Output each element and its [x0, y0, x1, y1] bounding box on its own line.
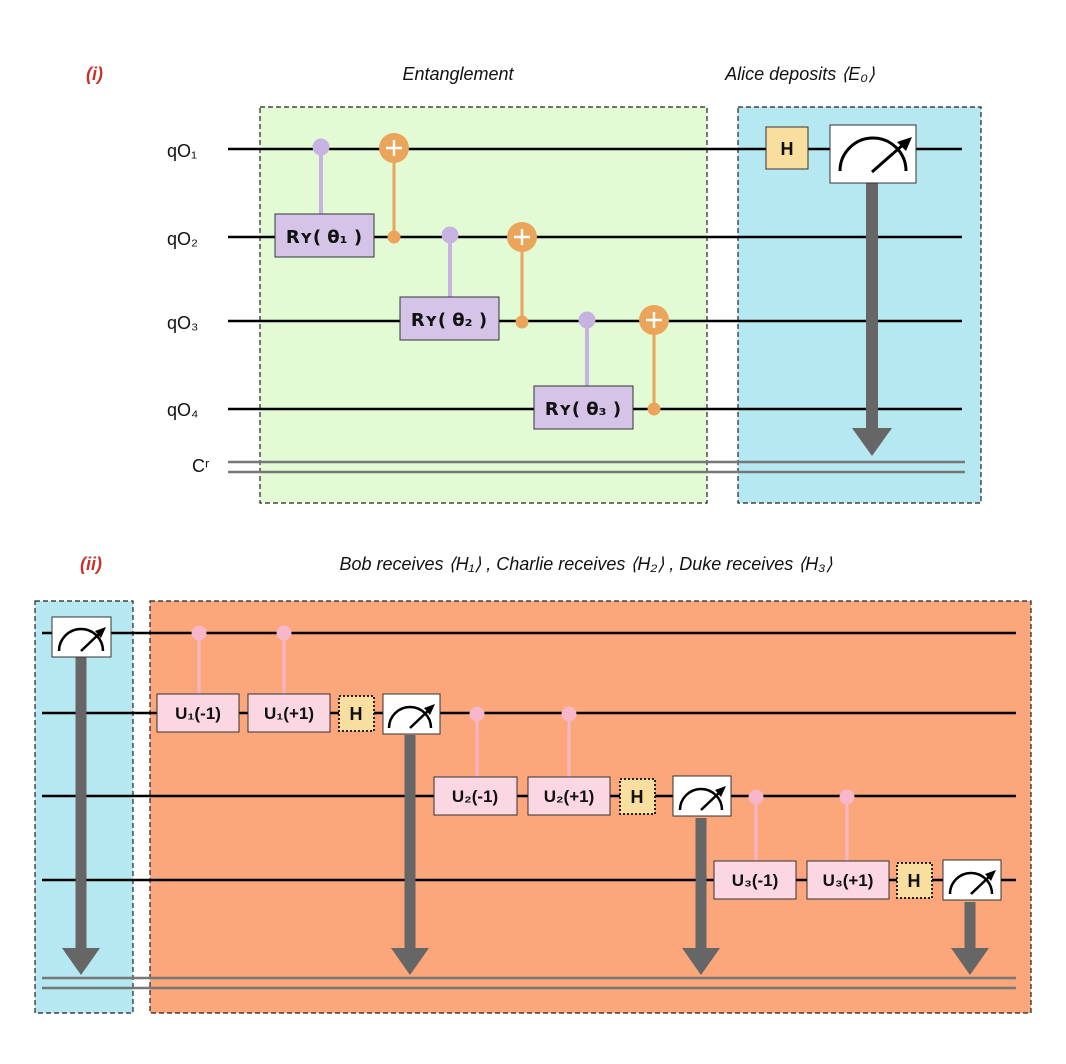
measure-0-arrowhead [62, 948, 100, 975]
panel-ii: (ii) Bob receives ⟨H₁⟩ , Charlie receive… [34, 554, 1032, 1014]
ry3-control-dot [578, 311, 596, 329]
panel-ii-title: Bob receives ⟨H₁⟩ , Charlie receives ⟨H₂… [340, 554, 833, 574]
meter-icon [948, 870, 996, 895]
u3-neg-control-dot [748, 789, 764, 805]
measure-2-arrowhead [682, 948, 720, 975]
cnot1-plus-icon [386, 140, 402, 156]
h-gate-duke-label: H [908, 871, 921, 891]
cnot2-control-dot [515, 315, 529, 329]
alice-measure-arrowhead [852, 428, 892, 456]
meter-icon [838, 136, 912, 174]
meter-icon [387, 704, 435, 729]
panel-i: (i) Entanglement Alice deposits ⟨E₀⟩ qO₁… [86, 64, 982, 504]
alice-title: Alice deposits ⟨E₀⟩ [724, 64, 875, 84]
u-gate-3-pos [806, 860, 890, 900]
qubit-label-4: qO₄ [167, 400, 198, 420]
qubit-label-3: qO₃ [167, 313, 198, 333]
qubit-label-1: qO₁ [167, 141, 197, 161]
u-gate-2-pos [527, 776, 611, 816]
ry-gate-2 [399, 296, 500, 341]
ry-gate-2-label: Rʏ( θ₂ ) [411, 310, 487, 331]
qubit-label-2: qO₂ [167, 229, 198, 249]
alice-h-gate [765, 126, 809, 170]
panel-ii-tag: (ii) [80, 554, 102, 574]
u2-neg-control-dot [469, 706, 485, 722]
entanglement-title: Entanglement [402, 64, 514, 84]
h-gate-charlie [619, 778, 656, 815]
h-gate-bob-label: H [350, 704, 363, 724]
cnot2-plus-icon [514, 229, 530, 245]
u-gate-1-neg-label: U₁(-1) [175, 704, 221, 723]
ry2-control-dot [441, 226, 459, 244]
h-gate-bob [338, 695, 375, 732]
ry-gate-1 [274, 213, 375, 258]
meter-icon [678, 786, 726, 811]
ry-gate-1-label: Rʏ( θ₁ ) [286, 227, 362, 248]
alice-h-gate-label: H [781, 139, 794, 159]
u-gate-1-pos-label: U₁(+1) [264, 704, 314, 723]
u1-neg-control-dot [191, 625, 207, 641]
meter-icon [57, 627, 106, 652]
u-gate-1-neg [156, 693, 240, 733]
h-gate-duke [896, 862, 933, 899]
u-gate-2-pos-label: U₂(+1) [544, 787, 595, 806]
u-gate-3-pos-label: U₃(+1) [823, 871, 874, 890]
measure-1-arrowhead [391, 948, 429, 975]
ry-gate-3 [533, 385, 634, 430]
ry-gate-3-label: Rʏ( θ₃ ) [545, 399, 621, 420]
classical-label: Cʳ [192, 456, 209, 476]
panel-i-tag: (i) [86, 64, 103, 84]
u1-pos-control-dot [276, 625, 292, 641]
u-gate-1-pos [247, 693, 331, 733]
u-gate-3-neg [713, 860, 797, 900]
ry1-control-dot [312, 138, 330, 156]
u3-pos-control-dot [839, 789, 855, 805]
cnot3-plus-icon [646, 312, 662, 328]
cnot1-control-dot [387, 230, 401, 244]
u-gate-2-neg [433, 776, 518, 816]
measure-3-arrowhead [951, 948, 989, 975]
cnot3-control-dot [647, 402, 661, 416]
h-gate-charlie-label: H [631, 787, 644, 807]
u-gate-3-neg-label: U₃(-1) [732, 871, 779, 890]
u2-pos-control-dot [561, 706, 577, 722]
u-gate-2-neg-label: U₂(-1) [452, 787, 498, 806]
